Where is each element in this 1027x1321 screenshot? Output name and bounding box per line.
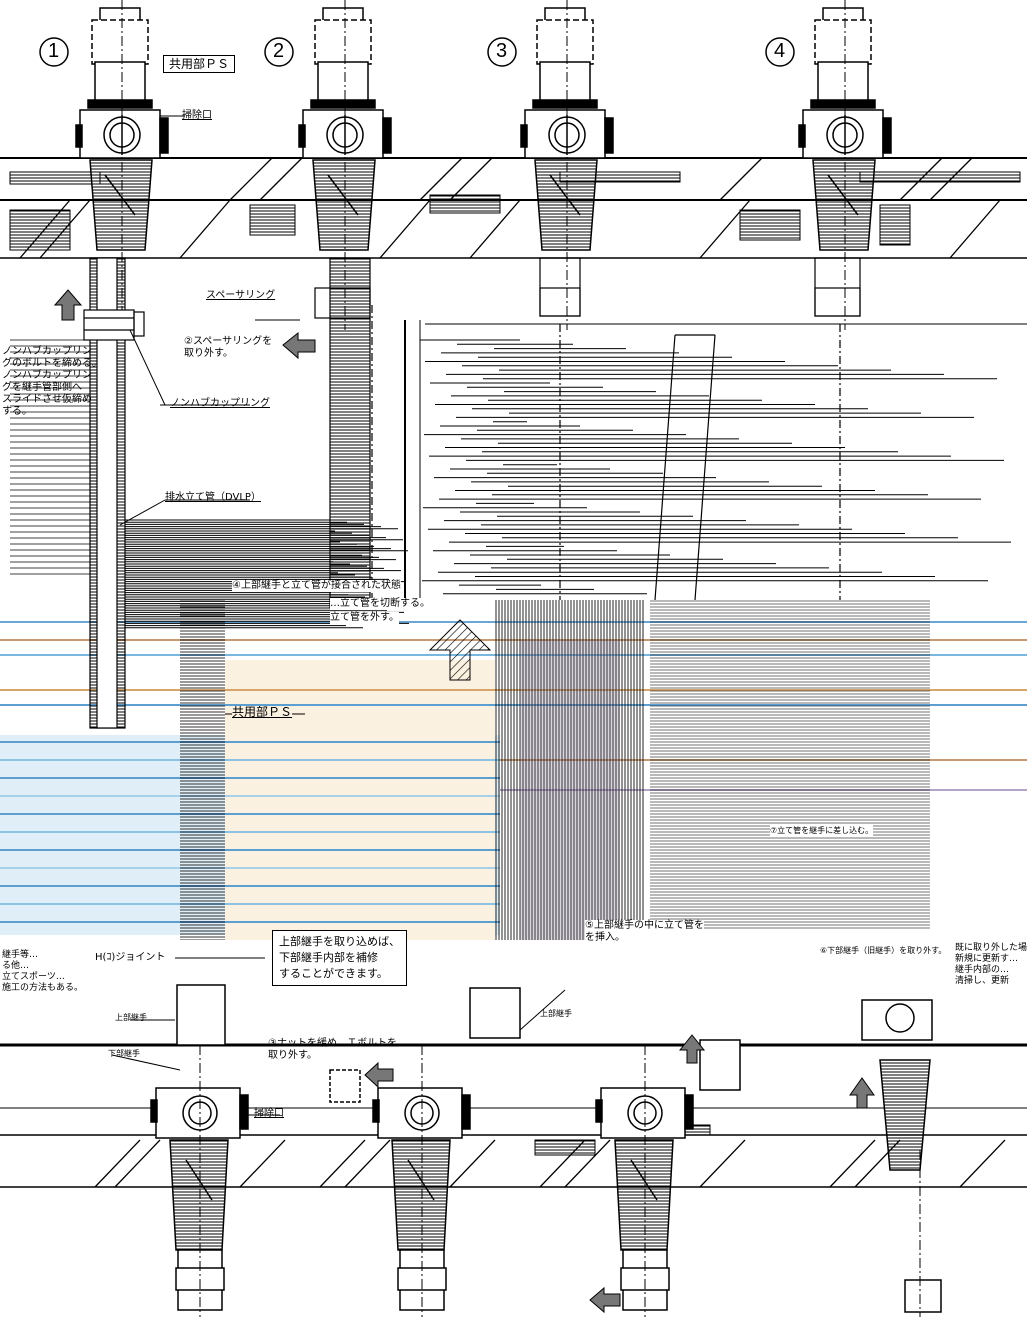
step-number-1: 1: [38, 36, 70, 74]
set-fitting-note: ⑦立て管を継手に差し込む。: [770, 825, 874, 837]
pipe-body: [94, 61, 146, 105]
fitting-bolt: [520, 124, 528, 148]
riser-pipes: [83, 257, 1027, 729]
fitting-tapered: [614, 1139, 674, 1251]
upper-fitting-body: [176, 984, 226, 1046]
up-arrow-icon-2: [678, 1034, 706, 1064]
fitting-tapered: [169, 1139, 229, 1251]
step-circle-icon: [264, 37, 294, 67]
fitting-tapered: [534, 159, 598, 251]
remove-nut-note: ③ナットを緩め、Ｔボルトを 取り外す。: [268, 1038, 397, 1061]
drain-riser-label: 排水立て管（DVLP）: [165, 492, 261, 503]
upper-fitting-body: [699, 1039, 741, 1091]
upper-assembly: [298, 0, 392, 330]
fitting-bolt: [75, 124, 83, 148]
lower-pipe-assemblies: [150, 984, 942, 1317]
horizontal-line-noise: [10, 339, 1011, 629]
fitting-bolt: [150, 1099, 158, 1123]
step-number-3: 3: [486, 36, 518, 74]
arrows: [53, 289, 875, 1314]
remove-pipe-note: 立て管を外す。: [330, 612, 399, 624]
pipe-dashed-box: [536, 19, 594, 65]
pipe-flange: [532, 99, 598, 109]
pipe-dashed-box: [314, 19, 372, 65]
fitting-tapered: [812, 159, 876, 251]
lower-pipe: [904, 1279, 942, 1313]
remove-spacer-note: ②スペーサリングを 取り外す。: [184, 336, 273, 359]
step-circle-icon: [39, 37, 69, 67]
pipe-dashed-box: [814, 19, 872, 65]
upper-fitting-repair-note: 上部継手を取り込めば、 下部継手内部を補修 することができます。: [272, 930, 407, 986]
upper-fitting-label: 上部継手: [115, 1013, 147, 1022]
step-number-text: 4: [774, 40, 786, 62]
step-number-4: 4: [764, 36, 796, 74]
upper-fitting-remain-note: ④上部継手と立て管が接合された状態: [232, 580, 401, 592]
upper-pipe-assemblies: [75, 0, 892, 330]
fitting-bolt: [159, 117, 169, 154]
fitting-bolt: [298, 124, 306, 148]
fitting-bolt: [372, 1099, 380, 1123]
step-number-text: 2: [273, 40, 285, 62]
up-arrow-icon-3: [849, 1077, 875, 1109]
shared-ps-label-mid: 共用部ＰＳ: [232, 705, 293, 719]
fitting-bolt: [461, 1094, 471, 1130]
right-cut-note: 既に取り外した場合 新規に更新す… 継手内部の… 清掃し、更新: [955, 943, 1027, 987]
fitting-bolt: [882, 117, 892, 154]
left-cut-note: 継手等… る他… 立てスポーツ… 施工の方法もある。: [2, 950, 84, 993]
left-arrow-icon-3: [589, 1286, 621, 1314]
pipe-body: [539, 61, 591, 105]
step-number-text: 1: [48, 40, 60, 62]
pipe-flange: [87, 99, 153, 109]
step-circle-icon: [765, 37, 795, 67]
bolt-detail: [329, 1069, 361, 1103]
fitting-tapered: [391, 1139, 451, 1251]
fitting-tapered: [312, 159, 376, 251]
inspection-port-label-bottom: 掃除口: [254, 1108, 284, 1119]
fitting-tapered: [89, 159, 153, 251]
h-joint-label: H(ｺ)ジョイント: [95, 952, 166, 963]
lower-assembly: [595, 1045, 694, 1317]
upper-assembly: [798, 0, 892, 330]
pipe-dashed-box: [91, 19, 149, 65]
inspection-port-label-top: 掃除口: [182, 110, 212, 121]
hatch-arrow-icon: [428, 619, 492, 681]
fitting-bolt: [239, 1094, 249, 1130]
fitting-cut-note: …立て管を切断する。: [330, 598, 430, 610]
left-arrow-icon: [282, 331, 316, 360]
upper-assembly: [520, 0, 614, 330]
nohub-tighten-note: ノンハブカップリン グのボルトを締める。 ノンハブカップリン グを継手管部側へ …: [2, 346, 102, 417]
fitting-bolt: [798, 124, 806, 148]
pipe-body: [817, 61, 869, 105]
step-circle-icon: [487, 37, 517, 67]
lower-fitting-label: 下部継手: [108, 1049, 140, 1058]
nohub-coupling-label: ノンハブカップリング: [170, 398, 270, 409]
lower-assembly: [372, 1045, 471, 1317]
lower-assembly-4: [861, 999, 942, 1317]
pipe-body: [317, 61, 369, 105]
lower-assembly: [150, 1045, 249, 1317]
upper-fitting-body: [469, 987, 521, 1039]
step-number-2: 2: [263, 36, 295, 74]
shared-ps-label-top: 共用部ＰＳ: [163, 55, 236, 73]
up-arrow-icon: [53, 289, 83, 321]
fitting-bolt: [684, 1094, 694, 1130]
pipe-flange: [810, 99, 876, 109]
left-arrow-icon-2: [364, 1061, 394, 1089]
fitting-bolt: [595, 1099, 603, 1123]
inspection-port-icon: [885, 1003, 915, 1033]
upper-fitting-label-3: 上部継手: [540, 1009, 572, 1018]
pipe-flange: [310, 99, 376, 109]
fitting-bolt: [604, 117, 614, 154]
fitting-bolt: [382, 117, 392, 154]
upper-fitting-raised: [176, 984, 741, 1103]
remove-lower-note: ⑥下部継手（旧継手）を取り外す。: [820, 945, 947, 957]
insert-upper-note: ⑤上部継手の中に立て管を を挿入。: [585, 920, 704, 944]
spacer-ring-label: スペーサリング: [206, 290, 276, 301]
color-bands: [0, 600, 1027, 940]
step-number-text: 3: [496, 40, 508, 62]
